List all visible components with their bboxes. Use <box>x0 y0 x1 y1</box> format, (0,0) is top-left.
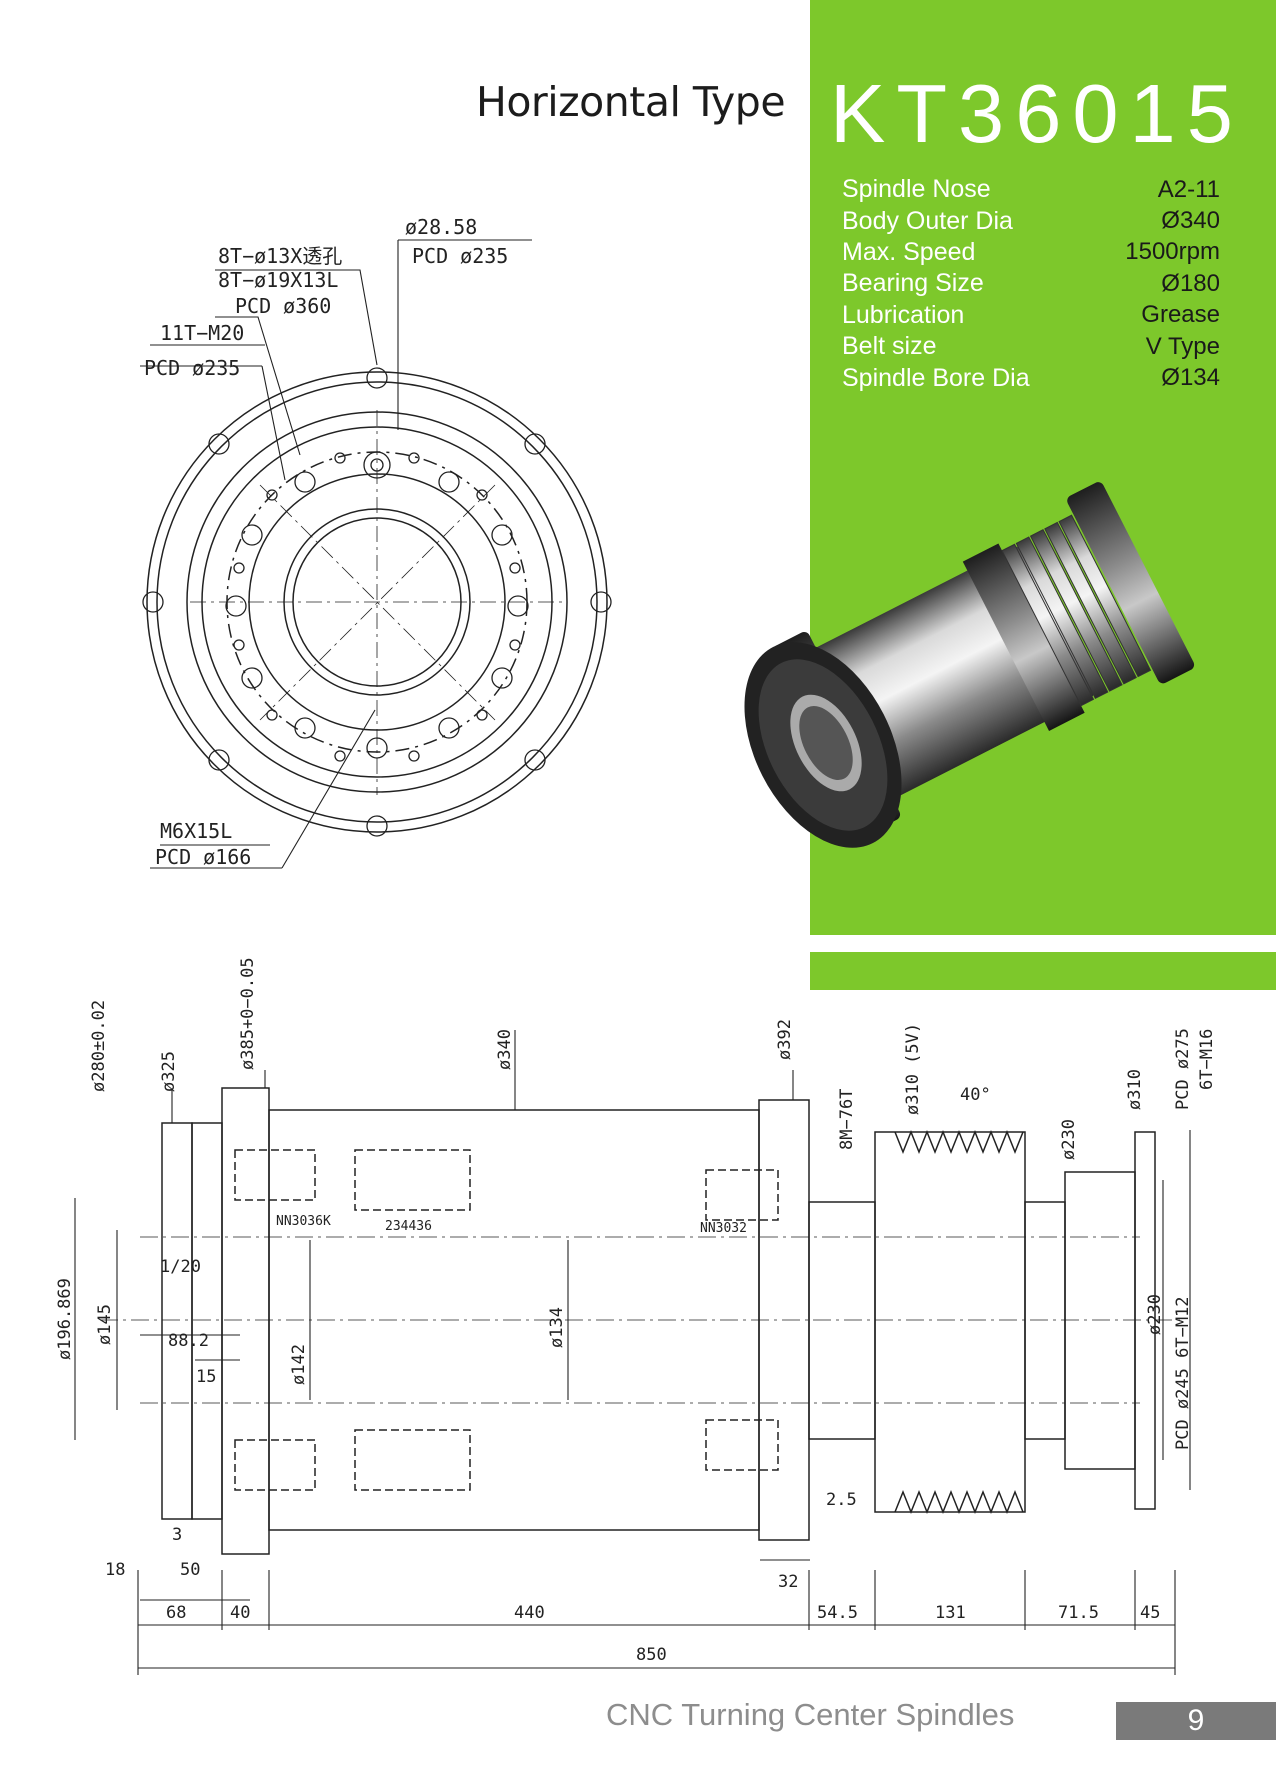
dim-pcd-275: PCD ø275 <box>1173 1028 1193 1110</box>
spec-row: Spindle Bore Dia Ø134 <box>842 362 1220 393</box>
dim-196: ø196.869 <box>55 1278 75 1360</box>
dim-taper: 1/20 <box>160 1257 201 1277</box>
spec-value: V Type <box>1145 332 1220 360</box>
spec-key: Max. Speed <box>842 237 976 266</box>
side-view <box>100 1087 1180 1555</box>
dim-134: ø134 <box>547 1307 567 1348</box>
model-number: KT36015 <box>830 67 1244 160</box>
spec-key: Spindle Bore Dia <box>842 363 1030 392</box>
dim-280: ø280±0.02 <box>89 1000 109 1092</box>
dim-pcd-235: PCD ø235 <box>144 356 240 380</box>
footer-title: CNC Turning Center Spindles <box>606 1697 1015 1732</box>
dim-2-5: 2.5 <box>826 1490 857 1510</box>
dim-385: ø385+0−0.05 <box>238 957 258 1070</box>
len-40: 40 <box>230 1603 250 1623</box>
dim-pcd-166: PCD ø166 <box>155 845 251 869</box>
bearing-rear: NN3032 <box>700 1221 747 1236</box>
spec-row: Belt size V Type <box>842 331 1220 362</box>
spec-value: A2-11 <box>1157 175 1220 203</box>
len-131: 131 <box>935 1603 966 1623</box>
len-54-5: 54.5 <box>817 1603 858 1623</box>
dim-pcd-245: PCD ø245 6T−M12 <box>1173 1296 1193 1450</box>
dim-230-top: ø230 <box>1059 1119 1079 1160</box>
spec-value: Ø134 <box>1161 364 1220 392</box>
dim-pcd-235-top: PCD ø235 <box>412 244 508 268</box>
spec-row: Lubrication Grease <box>842 300 1220 331</box>
divider-strip <box>810 952 1276 990</box>
dim-340: ø340 <box>495 1029 515 1070</box>
bearing-front: NN3036K <box>276 1214 331 1229</box>
flange-holes <box>142 367 612 837</box>
spindle-illustration <box>744 482 1195 848</box>
dim-3: 3 <box>172 1525 182 1545</box>
dim-88: 88.2 <box>168 1331 209 1351</box>
spec-row: Max. Speed 1500rpm <box>842 237 1220 268</box>
dim-32: 32 <box>778 1572 798 1592</box>
dim-230-right: ø230 <box>1145 1294 1165 1335</box>
dim-pcd-360: PCD ø360 <box>235 294 331 318</box>
dim-50: 50 <box>180 1560 200 1580</box>
len-68: 68 <box>166 1603 186 1623</box>
bearing-mid: 234436 <box>385 1219 432 1234</box>
spec-table: Spindle Nose A2-11 Body Outer Dia Ø340 Max… <box>842 174 1220 394</box>
front-view <box>146 371 608 833</box>
dim-through-holes: 8T−ø13X透孔 <box>218 244 342 268</box>
spec-key: Bearing Size <box>842 269 984 298</box>
dim-392: ø392 <box>775 1019 795 1060</box>
spec-value: Ø340 <box>1161 207 1220 235</box>
dim-thread: 8M−76T <box>837 1089 857 1150</box>
len-850: 850 <box>636 1645 667 1665</box>
spec-value: Grease <box>1141 301 1220 329</box>
dim-145: ø145 <box>95 1304 115 1345</box>
len-440: 440 <box>514 1603 545 1623</box>
dim-310-top: ø310 <box>1125 1069 1145 1110</box>
spec-row: Bearing Size Ø180 <box>842 268 1220 299</box>
dim-tapped: 11T−M20 <box>160 321 244 345</box>
dim-18: 18 <box>105 1560 125 1580</box>
spec-value: Ø180 <box>1161 269 1220 297</box>
dim-m16: 6T−M16 <box>1197 1029 1217 1090</box>
spec-row: Spindle Nose A2-11 <box>842 174 1220 205</box>
dim-m6: M6X15L <box>160 819 232 843</box>
len-45: 45 <box>1140 1603 1160 1623</box>
dim-angle: 40° <box>960 1085 991 1105</box>
page-number: 9 <box>1116 1702 1276 1740</box>
spec-key: Spindle Nose <box>842 175 991 204</box>
dim-28-58: ø28.58 <box>405 215 477 239</box>
spec-key: Body Outer Dia <box>842 206 1013 235</box>
dim-325: ø325 <box>159 1051 179 1092</box>
dim-142: ø142 <box>289 1344 309 1385</box>
spec-row: Body Outer Dia Ø340 <box>842 205 1220 236</box>
spec-key: Belt size <box>842 332 937 361</box>
dim-counterbore: 8T−ø19X13L <box>218 268 338 292</box>
dim-15: 15 <box>196 1367 216 1387</box>
page-type-label: Horizontal Type <box>476 78 786 126</box>
dim-310-5v: ø310 (5V) <box>903 1023 923 1115</box>
len-71-5: 71.5 <box>1058 1603 1099 1623</box>
spec-key: Lubrication <box>842 300 965 329</box>
spec-value: 1500rpm <box>1125 238 1220 266</box>
